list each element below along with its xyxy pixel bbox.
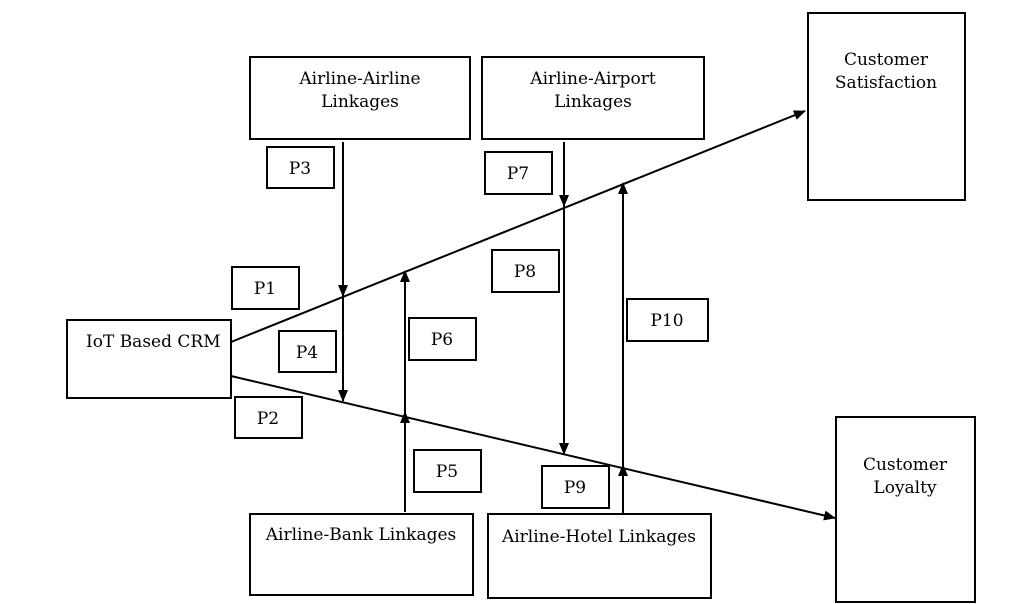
- node-iot-based-crm-label: IoT Based CRM: [86, 332, 221, 352]
- proposition-p3-label: P3: [289, 159, 311, 179]
- node-airline-airline-label-line1: Airline-Airline: [298, 69, 420, 89]
- node-airline-hotel-linkages: Airline-Hotel Linkages: [487, 513, 712, 599]
- node-airline-airport-label-line2: Linkages: [554, 92, 632, 112]
- node-airline-hotel-label: Airline-Hotel Linkages: [501, 527, 696, 547]
- node-airline-airport-label-line1: Airline-Airport: [529, 69, 656, 89]
- node-customer-satisfaction-label-line2: Satisfaction: [835, 73, 937, 93]
- proposition-p10-label: P10: [650, 311, 683, 331]
- proposition-p1-label: P1: [254, 279, 276, 299]
- proposition-p6: P6: [408, 317, 477, 361]
- proposition-p7-label: P7: [507, 164, 529, 184]
- node-airline-bank-linkages: Airline-Bank Linkages: [249, 513, 474, 596]
- proposition-p4: P4: [278, 330, 337, 373]
- edge-crm-to-loyalty: [230, 375, 836, 521]
- node-airline-airport-linkages: Airline-Airport Linkages: [481, 56, 705, 140]
- proposition-p5: P5: [413, 449, 482, 493]
- proposition-p9: P9: [541, 465, 610, 509]
- node-airline-airline-label-line2: Linkages: [321, 92, 399, 112]
- proposition-p8-label: P8: [514, 262, 536, 282]
- proposition-p4-label: P4: [296, 343, 318, 363]
- node-airline-bank-label: Airline-Bank Linkages: [265, 525, 457, 545]
- proposition-p2: P2: [234, 396, 303, 439]
- proposition-p2-label: P2: [257, 409, 279, 429]
- node-customer-satisfaction: Customer Satisfaction: [807, 12, 966, 201]
- node-airline-airline-linkages: Airline-Airline Linkages: [249, 56, 471, 140]
- proposition-p10: P10: [626, 298, 709, 342]
- node-customer-loyalty-label-line2: Loyalty: [873, 478, 937, 498]
- edge-crm-to-satisfaction: [230, 110, 806, 343]
- proposition-p1: P1: [231, 266, 300, 310]
- proposition-p3: P3: [266, 146, 335, 189]
- proposition-p8: P8: [491, 249, 560, 293]
- proposition-p7: P7: [484, 151, 553, 195]
- node-customer-satisfaction-label-line1: Customer: [844, 50, 929, 70]
- node-customer-loyalty-label-line1: Customer: [863, 455, 948, 475]
- node-customer-loyalty: Customer Loyalty: [835, 416, 976, 603]
- proposition-p5-label: P5: [436, 462, 458, 482]
- proposition-p6-label: P6: [431, 330, 453, 350]
- node-iot-based-crm: IoT Based CRM: [66, 319, 232, 399]
- proposition-p9-label: P9: [564, 478, 586, 498]
